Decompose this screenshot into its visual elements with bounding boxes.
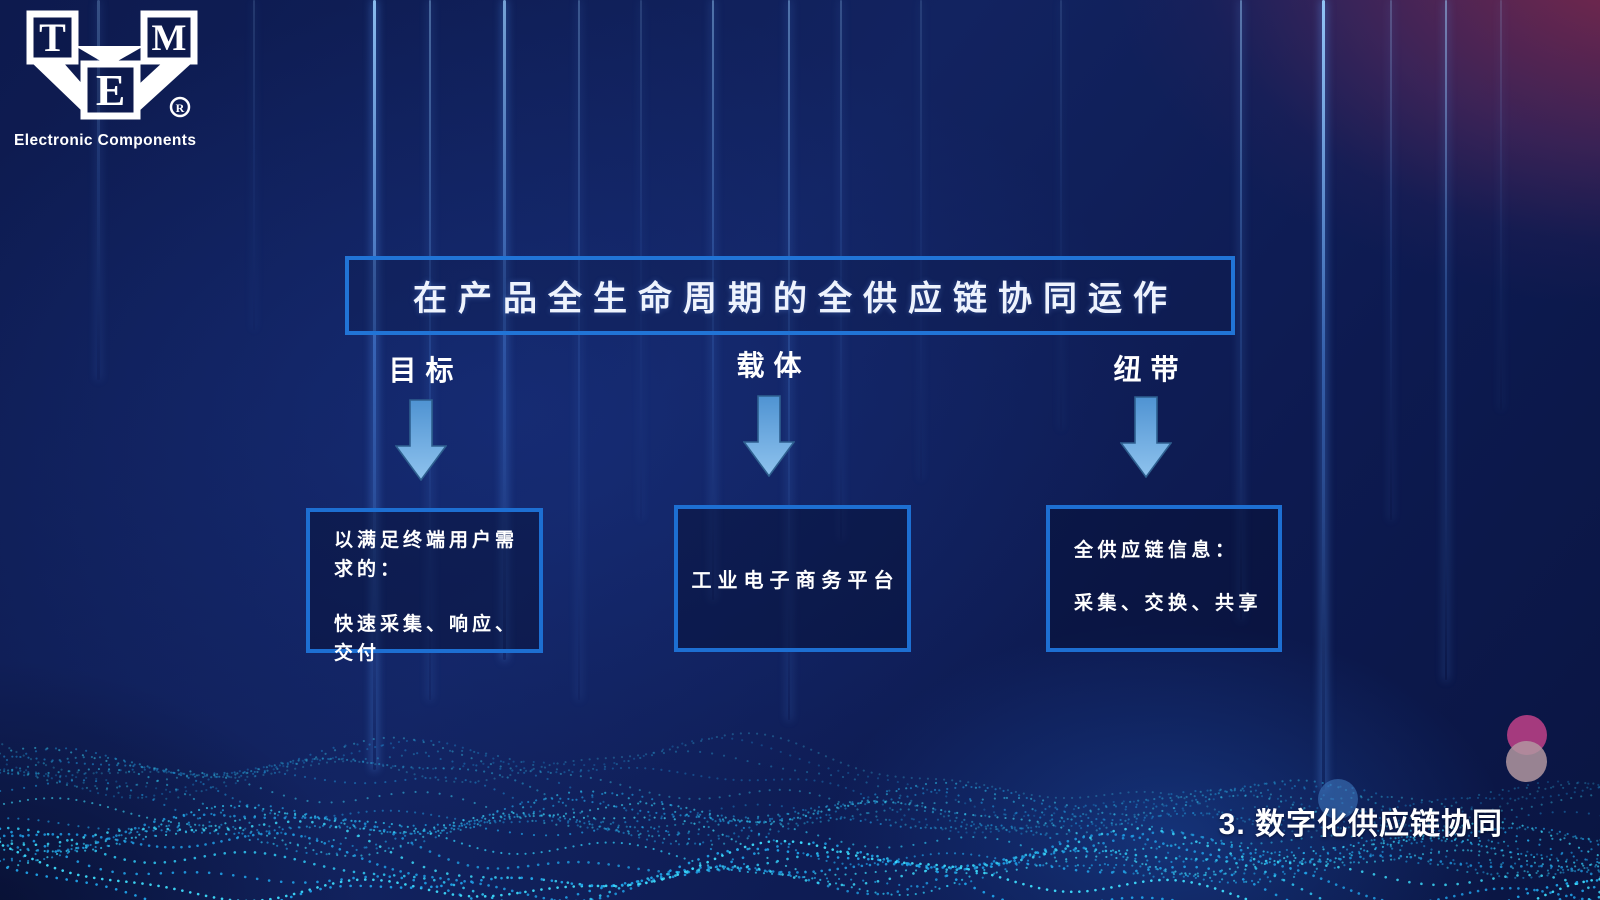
logo-square-e — [80, 60, 141, 120]
logo-wedge-left — [30, 61, 84, 113]
column-label-carrier: 载体 — [736, 350, 811, 381]
section-caption: 3. 数字化供应链协同 — [1218, 808, 1503, 841]
goal-box-line-1: 以满足终端用户需求的： — [334, 530, 519, 580]
logo-wedge-center — [75, 46, 144, 66]
goal-box: 以满足终端用户需求的： 快速采集、响应、交付 — [306, 508, 543, 664]
slide-title: 在产品全生命周期的全供应链协同运作 — [413, 280, 1178, 318]
particle-wave-decoration — [0, 732, 1600, 900]
down-arrow-icon — [395, 399, 447, 481]
tme-logo-mark: T M E R — [26, 10, 198, 120]
carrier-box: 工业电子商务平台 — [674, 505, 911, 652]
column-label-goal: 目标 — [388, 355, 463, 386]
registered-mark-letter: R — [176, 101, 185, 115]
goal-box-line-2: 快速采集、响应、交付 — [334, 613, 519, 664]
down-arrow-icon — [1120, 396, 1172, 478]
bond-box-line-2: 采集、交换、共享 — [1074, 592, 1263, 614]
logo-letter-e: E — [96, 66, 125, 115]
bond-box-line-1: 全供应链信息： — [1074, 540, 1239, 561]
logo-square-t — [26, 10, 79, 65]
registered-mark-icon — [169, 96, 191, 118]
logo-tagline: Electronic Components — [14, 132, 197, 149]
logo-wedge-right — [137, 61, 194, 113]
column-label-bond: 纽带 — [1113, 354, 1188, 385]
title-box: 在产品全生命周期的全供应链协同运作 — [345, 256, 1235, 335]
bond-box: 全供应链信息： 采集、交换、共享 — [1046, 505, 1282, 652]
logo-letter-t: T — [39, 15, 66, 60]
logo-square-m — [140, 10, 198, 65]
tme-logo: T M E R Electronic Components — [12, 6, 227, 150]
carrier-box-line-1: 工业电子商务平台 — [691, 570, 900, 592]
rose-circle-decoration — [1506, 741, 1547, 782]
logo-letter-m: M — [152, 18, 187, 59]
down-arrow-icon — [743, 395, 795, 477]
